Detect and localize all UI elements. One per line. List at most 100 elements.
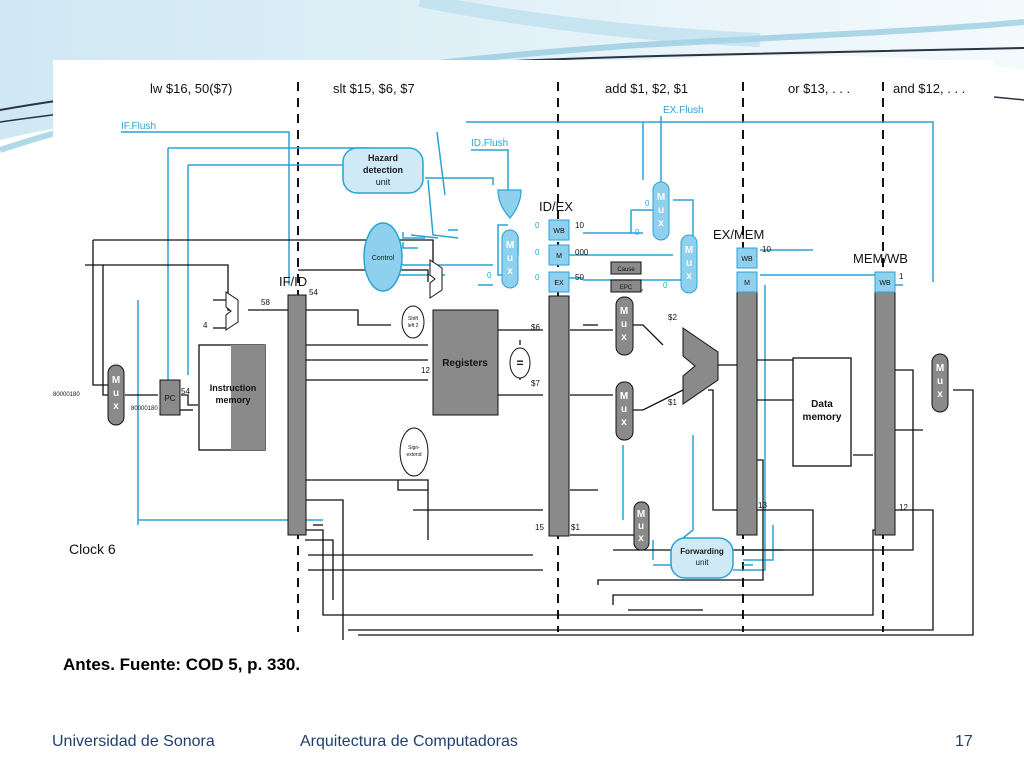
ex-mem-flush-mux: M u x xyxy=(680,234,698,294)
branch-adder xyxy=(429,259,443,299)
flush-or-gate xyxy=(497,189,522,219)
zero-input: 0 xyxy=(635,228,640,237)
mux-letter: u xyxy=(658,205,664,216)
address-label: 80000180 xyxy=(53,392,80,398)
zero-input: 0 xyxy=(663,281,668,290)
svg-text:detection: detection xyxy=(363,165,403,175)
svg-text:=: = xyxy=(516,356,523,370)
value-label: 1 xyxy=(899,272,904,281)
svg-text:unit: unit xyxy=(376,177,391,187)
value-label: 4 xyxy=(203,321,208,330)
mux-letter: x xyxy=(638,533,644,544)
value-label: 10 xyxy=(575,221,584,230)
footer-page-number: 17 xyxy=(955,733,973,750)
control-unit: Control xyxy=(363,222,403,292)
wb-field: WB xyxy=(553,228,565,235)
id-flush-mux: M u x xyxy=(501,229,519,289)
data-memory: Data memory xyxy=(792,357,852,467)
svg-text:Shift: Shift xyxy=(408,316,419,322)
footer-university: Universidad de Sonora xyxy=(52,733,215,750)
mux-letter: x xyxy=(621,417,627,428)
diagram-panel: lw $16, 50($7) slt $15, $6, $7 add $1, $… xyxy=(53,60,994,640)
instruction-label: add $1, $2, $1 xyxy=(605,81,688,96)
value-label: 10 xyxy=(762,245,771,254)
mux-letter: u xyxy=(621,404,627,415)
value-label: 15 xyxy=(535,523,544,532)
mux-letter: M xyxy=(620,391,628,402)
ex-field: EX xyxy=(554,280,564,287)
if-flush-label: IF.Flush xyxy=(121,121,156,132)
svg-text:Forwarding: Forwarding xyxy=(680,547,724,556)
mux-letter: M xyxy=(637,509,645,520)
pc-register: PC xyxy=(159,379,181,416)
ex-flush-mux: M u x xyxy=(652,181,670,241)
alu xyxy=(682,327,719,405)
value-label: $1 xyxy=(668,398,677,407)
m-field: M xyxy=(556,253,562,260)
forward-b-mux: M u x xyxy=(615,381,634,441)
mem-wb-register: WB xyxy=(874,271,896,536)
pipeline-register-label: IF/ID xyxy=(279,274,307,289)
mux-letter: x xyxy=(621,332,627,343)
zero-input: 0 xyxy=(535,273,540,282)
ex-mem-register: WB M xyxy=(736,247,758,536)
svg-text:memory: memory xyxy=(803,412,842,423)
regdst-mux: M u x xyxy=(633,501,650,551)
svg-text:memory: memory xyxy=(215,395,250,405)
value-label: 12 xyxy=(421,366,430,375)
svg-text:Sign-: Sign- xyxy=(408,445,420,451)
value-label: 54 xyxy=(309,288,318,297)
svg-text:left 2: left 2 xyxy=(408,323,419,329)
value-label: $6 xyxy=(531,323,540,332)
mux-letter: u xyxy=(638,521,644,532)
pc-adder xyxy=(225,291,239,331)
mux-letter: x xyxy=(658,218,664,229)
value-label: $1 xyxy=(571,523,580,532)
value-label: $2 xyxy=(668,313,677,322)
id-flush-label: ID.Flush xyxy=(471,138,508,149)
value-label: 54 xyxy=(181,387,190,396)
register-file: Registers xyxy=(432,309,499,416)
cause-register: Cause xyxy=(610,261,642,275)
clock-label: Clock 6 xyxy=(69,541,116,557)
forwarding-unit: Forwarding unit xyxy=(670,537,734,579)
writeback-mux: M u x xyxy=(931,353,949,413)
sign-extend-unit: Sign- extend xyxy=(399,427,429,477)
id-ex-register: WB M EX xyxy=(548,219,570,537)
svg-text:unit: unit xyxy=(696,558,710,567)
svg-text:extend: extend xyxy=(406,452,421,458)
pc-mux: M u x xyxy=(107,364,125,426)
svg-text:Data: Data xyxy=(811,399,833,410)
mux-letter: M xyxy=(112,375,120,386)
address-label: 80000180 xyxy=(131,406,158,412)
instruction-memory: Instruction memory xyxy=(198,344,266,451)
svg-text:Control: Control xyxy=(372,255,395,262)
value-label: $7 xyxy=(531,379,540,388)
hazard-detection-unit: Hazard detection unit xyxy=(342,147,424,194)
epc-register: EPC xyxy=(610,279,642,293)
mux-letter: M xyxy=(685,245,693,256)
svg-text:Instruction: Instruction xyxy=(210,383,257,393)
mux-letter: x xyxy=(937,389,943,400)
mux-letter: M xyxy=(506,240,514,251)
value-label: 000 xyxy=(575,248,589,257)
mux-letter: x xyxy=(113,401,119,412)
pc-label: PC xyxy=(164,394,175,403)
wb-field: WB xyxy=(741,256,753,263)
wb-field: WB xyxy=(879,280,891,287)
svg-text:Hazard: Hazard xyxy=(368,153,398,163)
cause-label: Cause xyxy=(617,267,635,273)
zero-input: 0 xyxy=(535,248,540,257)
zero-input: 0 xyxy=(645,199,650,208)
mux-letter: M xyxy=(936,363,944,374)
pipeline-datapath-diagram: lw $16, 50($7) slt $15, $6, $7 add $1, $… xyxy=(53,81,974,640)
mux-letter: u xyxy=(937,376,943,387)
mux-letter: x xyxy=(686,271,692,282)
instruction-label: and $12, . . . xyxy=(893,81,965,96)
pipeline-register-label: ID/EX xyxy=(539,199,573,214)
instruction-label: lw $16, 50($7) xyxy=(150,81,232,96)
forward-a-mux: M u x xyxy=(615,296,634,356)
if-id-register xyxy=(287,294,307,536)
mux-letter: M xyxy=(620,306,628,317)
instruction-label: or $13, . . . xyxy=(788,81,850,96)
